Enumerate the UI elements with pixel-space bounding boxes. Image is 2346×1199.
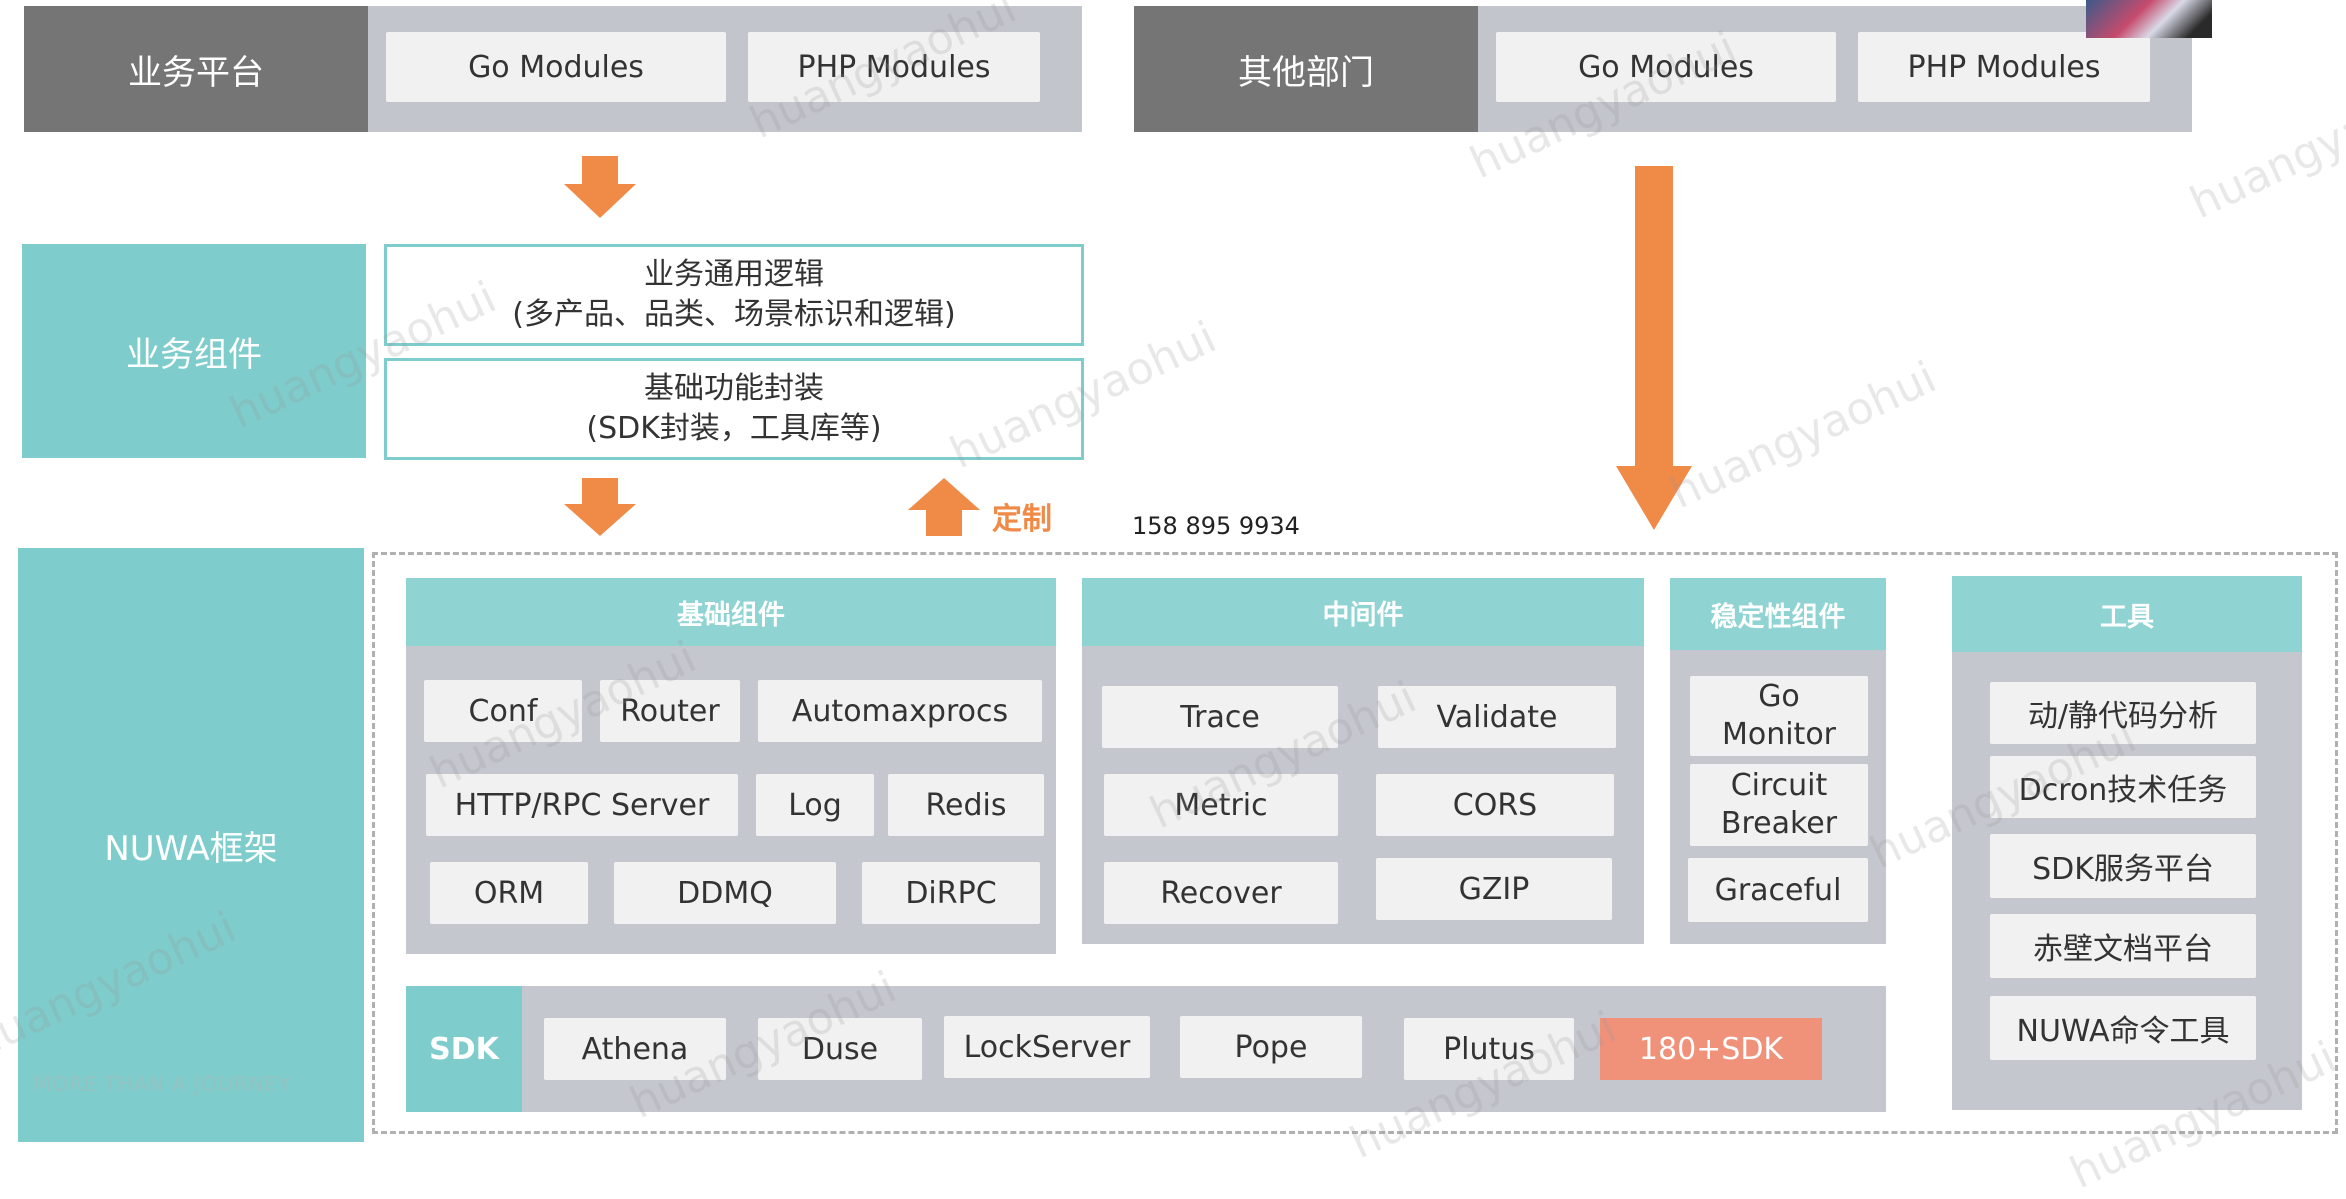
middleware-item-cors: CORS: [1376, 774, 1614, 836]
business-platform-php-modules: PHP Modules: [748, 32, 1040, 102]
common-logic-box: 业务通用逻辑 (多产品、品类、场景标识和逻辑): [384, 244, 1084, 346]
nuwa-framework-label: NUWA框架: [18, 548, 364, 1142]
arrow-up-icon: [908, 478, 980, 536]
stability-item-go-monitor: Go Monitor: [1690, 676, 1868, 756]
sdk-item-lockserver: LockServer: [944, 1016, 1150, 1078]
basic-item-dirpc: DiRPC: [862, 862, 1040, 924]
middleware-item-validate: Validate: [1378, 686, 1616, 748]
basic-item-http-rpc-server: HTTP/RPC Server: [426, 774, 738, 836]
basic-item-orm: ORM: [430, 862, 588, 924]
common-logic-title: 业务通用逻辑: [644, 257, 824, 292]
watermark: huangyaohui: [1662, 351, 1944, 520]
tools-title: 工具: [1952, 576, 2302, 652]
sdk-item-duse: Duse: [758, 1018, 922, 1080]
phone-number: 158 895 9934: [1132, 512, 1300, 540]
corner-thumbnail: [2086, 0, 2212, 38]
circuit-breaker-line1: Circuit: [1730, 768, 1828, 803]
stability-item-circuit-breaker: Circuit Breaker: [1690, 764, 1868, 846]
middleware-item-recover: Recover: [1104, 862, 1338, 924]
middleware-item-gzip: GZIP: [1376, 858, 1612, 920]
sdk-item-pope: Pope: [1180, 1016, 1362, 1078]
sdk-item-180-sdk: 180+SDK: [1600, 1018, 1822, 1080]
nuwa-framework-container: [372, 552, 2338, 1134]
common-logic-subtitle: (多产品、品类、场景标识和逻辑): [512, 297, 956, 332]
tool-item-nuwa-cli: NUWA命令工具: [1990, 996, 2256, 1060]
basic-wrapper-box: 基础功能封装 (SDK封装，工具库等): [384, 358, 1084, 460]
basic-components-title: 基础组件: [406, 578, 1056, 646]
basic-item-automaxprocs: Automaxprocs: [758, 680, 1042, 742]
go-monitor-line1: Go: [1758, 679, 1800, 714]
sdk-item-athena: Athena: [544, 1018, 726, 1080]
tool-item-doc-platform: 赤壁文档平台: [1990, 914, 2256, 978]
watermark: huangyaohui: [2182, 61, 2346, 230]
basic-item-conf: Conf: [424, 680, 582, 742]
business-platform-label: 业务平台: [24, 6, 368, 132]
basic-wrapper-subtitle: (SDK封装，工具库等): [586, 411, 882, 446]
sdk-label: SDK: [406, 986, 522, 1112]
long-arrow-down-icon: [1616, 166, 1692, 530]
business-platform-go-modules: Go Modules: [386, 32, 726, 102]
middleware-title: 中间件: [1082, 578, 1644, 646]
circuit-breaker-line2: Breaker: [1720, 806, 1838, 841]
other-departments-php-modules: PHP Modules: [1858, 32, 2150, 102]
sdk-item-plutus: Plutus: [1404, 1018, 1574, 1080]
middleware-item-trace: Trace: [1102, 686, 1338, 748]
tool-item-code-analysis: 动/静代码分析: [1990, 682, 2256, 744]
stability-item-graceful: Graceful: [1688, 858, 1868, 922]
customize-label: 定制: [992, 502, 1052, 537]
go-monitor-line2: Monitor: [1721, 717, 1837, 752]
other-departments-label: 其他部门: [1134, 6, 1478, 132]
business-components-label: 业务组件: [22, 244, 366, 458]
basic-item-redis: Redis: [888, 774, 1044, 836]
arrow-down-icon: [564, 156, 636, 218]
tool-item-sdk-platform: SDK服务平台: [1990, 834, 2256, 898]
arrow-down-icon: [564, 478, 636, 536]
basic-wrapper-title: 基础功能封装: [644, 371, 824, 406]
basic-item-router: Router: [600, 680, 740, 742]
other-departments-go-modules: Go Modules: [1496, 32, 1836, 102]
basic-item-ddmq: DDMQ: [614, 862, 836, 924]
basic-item-log: Log: [756, 774, 874, 836]
tool-item-dcron: Dcron技术任务: [1990, 756, 2256, 818]
stability-title: 稳定性组件: [1670, 578, 1886, 650]
middleware-item-metric: Metric: [1104, 774, 1338, 836]
footer-watermark: MORE THAN A JOURNEY: [34, 1072, 292, 1096]
